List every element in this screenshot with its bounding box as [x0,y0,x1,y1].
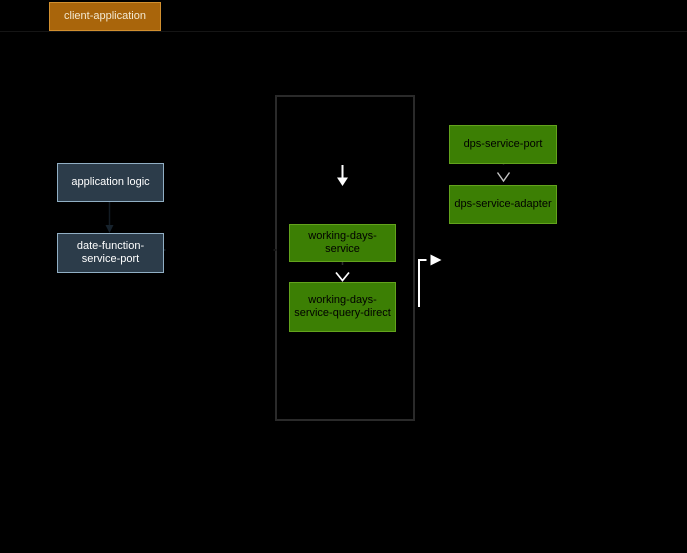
node-label: application logic [71,175,150,188]
hidden-edge-notches [162,249,277,251]
node-client-application[interactable]: client-application [49,2,161,31]
node-working-days-service[interactable]: working-days-service [289,224,396,262]
node-label: working-days-service-query-direct [294,293,391,320]
node-working-days-service-query-direct[interactable]: working-days-service-query-direct [289,282,396,332]
arrow-dps-service-port-to-adapter [496,161,511,183]
node-label: dps-service-adapter [454,197,552,210]
boundary-box [275,95,415,421]
node-application-logic[interactable]: application logic [57,163,164,202]
node-dps-service-adapter[interactable]: dps-service-adapter [449,185,557,224]
node-date-function-service-port[interactable]: date-function-service-port [57,233,164,273]
node-dps-service-port[interactable]: dps-service-port [449,125,557,164]
node-label: dps-service-port [463,137,543,150]
top-divider-line [0,31,687,32]
node-label: client-application [64,9,146,22]
node-label: working-days-service [308,229,377,256]
arrow-application-logic-to-date-function-service-port [105,202,114,233]
arrow-query-direct-elbow-right [418,254,442,307]
node-label: date-function-service-port [76,239,145,266]
